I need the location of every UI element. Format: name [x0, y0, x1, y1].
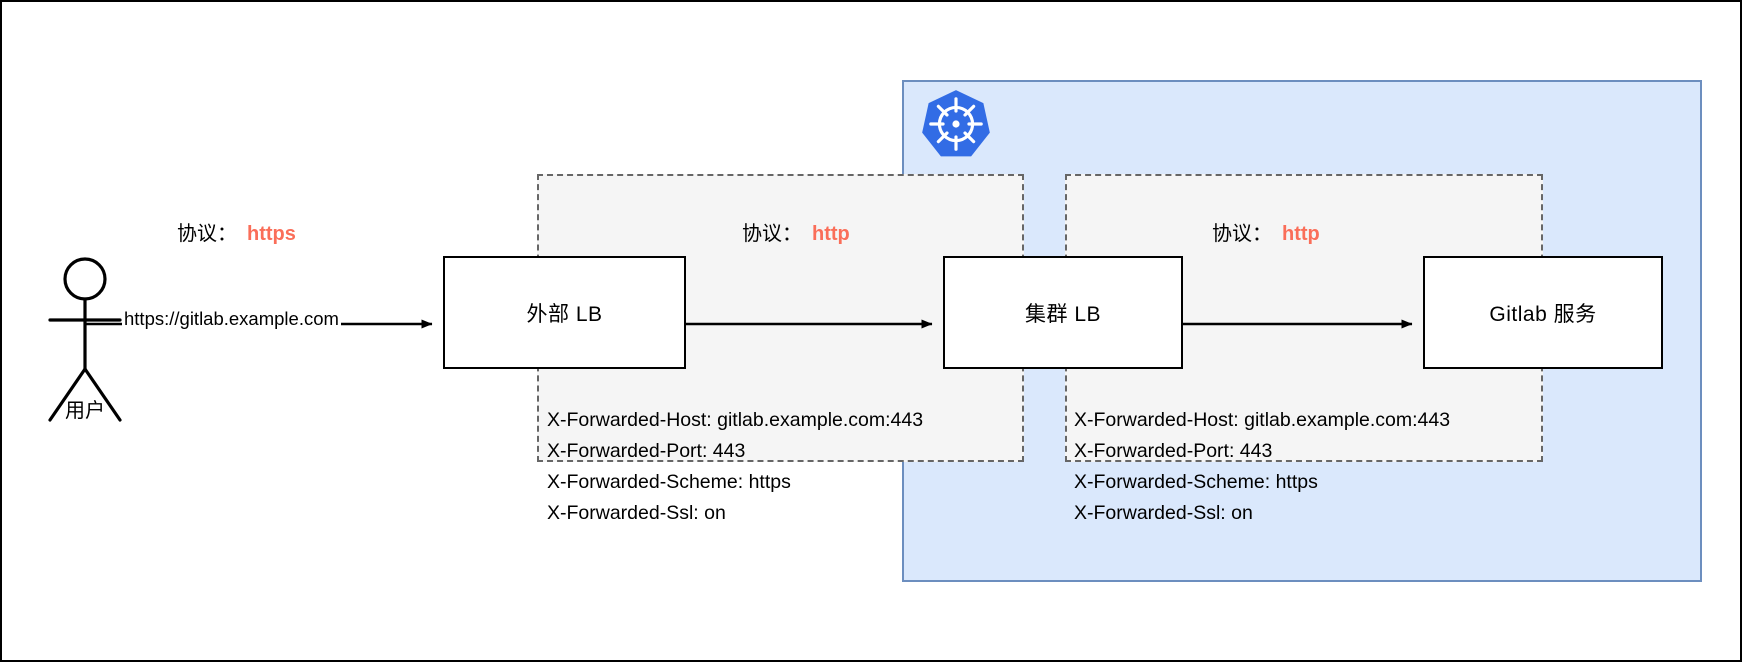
header-line: X-Forwarded-Scheme: https: [547, 471, 791, 493]
protocol-label-value: https: [247, 223, 296, 245]
protocol-label-prefix: 协议：: [742, 223, 802, 245]
actor-user: [30, 257, 140, 427]
node-external-lb[interactable]: 外部 LB: [443, 256, 686, 369]
actor-user-label: 用户: [65, 400, 105, 422]
node-gitlab-service-label: Gitlab 服务: [1489, 302, 1597, 326]
header-line: X-Forwarded-Ssl: on: [547, 502, 726, 524]
node-external-lb-label: 外部 LB: [526, 302, 603, 326]
headers-block-after-cluster-lb: X-Forwarded-Host: gitlab.example.com:443…: [1074, 405, 1450, 529]
kubernetes-logo-icon: [920, 88, 992, 160]
header-line: X-Forwarded-Port: 443: [547, 440, 746, 462]
node-cluster-lb[interactable]: 集群 LB: [943, 256, 1183, 369]
header-line: X-Forwarded-Port: 443: [1074, 440, 1273, 462]
header-line: X-Forwarded-Scheme: https: [1074, 471, 1318, 493]
protocol-label-prefix: 协议：: [1212, 223, 1272, 245]
protocol-label-external-to-cluster-lb: 协议： http: [742, 217, 850, 246]
headers-block-after-external-lb: X-Forwarded-Host: gitlab.example.com:443…: [547, 405, 923, 529]
node-gitlab-service[interactable]: Gitlab 服务: [1423, 256, 1663, 369]
protocol-label-cluster-lb-to-gitlab: 协议： http: [1212, 217, 1320, 246]
edge-label-user-request: https://gitlab.example.com: [122, 308, 341, 330]
protocol-label-user-to-external-lb: 协议： https: [177, 217, 296, 246]
header-line: X-Forwarded-Host: gitlab.example.com:443: [547, 409, 924, 431]
protocol-label-value: http: [1282, 223, 1320, 245]
node-cluster-lb-label: 集群 LB: [1024, 302, 1102, 326]
protocol-label-value: http: [812, 223, 850, 245]
protocol-label-prefix: 协议：: [177, 223, 237, 245]
header-line: X-Forwarded-Ssl: on: [1074, 502, 1253, 524]
header-line: X-Forwarded-Host: gitlab.example.com:443: [1074, 409, 1451, 431]
